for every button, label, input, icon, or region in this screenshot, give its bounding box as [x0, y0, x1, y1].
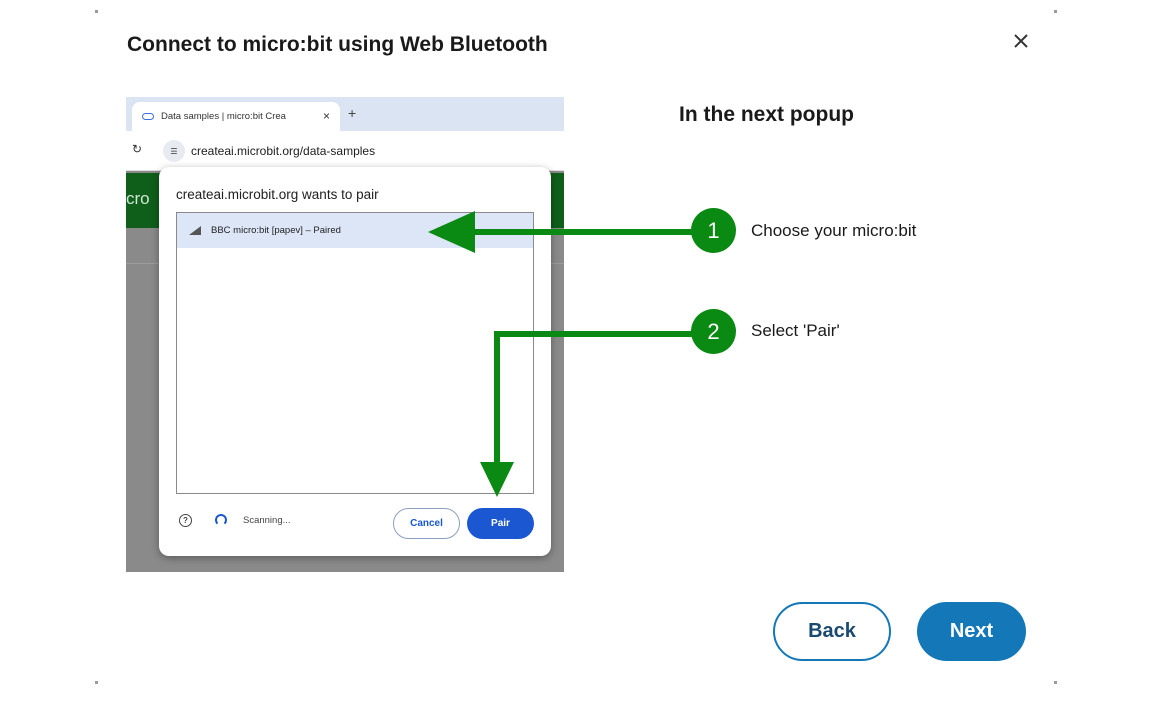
- scanning-status: Scanning...: [243, 515, 291, 526]
- step-badge-2: 2: [691, 309, 736, 354]
- new-tab-icon: +: [348, 105, 357, 121]
- tab-title: Data samples | micro:bit Crea: [161, 111, 286, 122]
- page-header-text: cro: [126, 189, 150, 208]
- step-badge-1: 1: [691, 208, 736, 253]
- device-list-item: BBC micro:bit [papev] – Paired: [177, 213, 533, 248]
- url-bar: ↻ ☰ createai.microbit.org/data-samples: [126, 131, 564, 171]
- browser-illustration: Data samples | micro:bit Crea × + ↻ ☰ cr…: [126, 97, 564, 572]
- tab-close-icon: ×: [322, 109, 330, 123]
- dialog-corner: [95, 10, 98, 13]
- device-list: BBC micro:bit [papev] – Paired: [176, 212, 534, 494]
- dialog-corner: [95, 681, 98, 684]
- back-button[interactable]: Back: [773, 602, 891, 661]
- popup-cancel-button: Cancel: [393, 508, 460, 539]
- close-button[interactable]: [1008, 28, 1034, 54]
- step-text-2: Select 'Pair': [751, 321, 840, 340]
- signal-icon: [189, 226, 201, 235]
- dialog-corner: [1054, 10, 1057, 13]
- dialog-corner: [1054, 681, 1057, 684]
- spinner-icon: [215, 514, 227, 526]
- browser-tab: Data samples | micro:bit Crea ×: [132, 102, 340, 131]
- popup-title: createai.microbit.org wants to pair: [176, 187, 379, 202]
- url-text: createai.microbit.org/data-samples: [191, 144, 376, 158]
- help-icon: ?: [179, 514, 192, 527]
- site-settings-icon: ☰: [163, 140, 185, 162]
- reload-icon: ↻: [132, 142, 143, 156]
- next-button[interactable]: Next: [917, 602, 1026, 661]
- tab-favicon-icon: [142, 113, 154, 120]
- dialog: [95, 10, 1057, 684]
- instructions-heading: In the next popup: [679, 103, 854, 126]
- dialog-title: Connect to micro:bit using Web Bluetooth: [127, 33, 548, 56]
- step-text-1: Choose your micro:bit: [751, 221, 917, 240]
- tab-bar: Data samples | micro:bit Crea × +: [126, 97, 564, 131]
- close-icon: [1014, 34, 1028, 48]
- pair-popup: createai.microbit.org wants to pair BBC …: [159, 167, 551, 556]
- device-name: BBC micro:bit [papev] – Paired: [211, 225, 341, 236]
- popup-pair-button: Pair: [467, 508, 534, 539]
